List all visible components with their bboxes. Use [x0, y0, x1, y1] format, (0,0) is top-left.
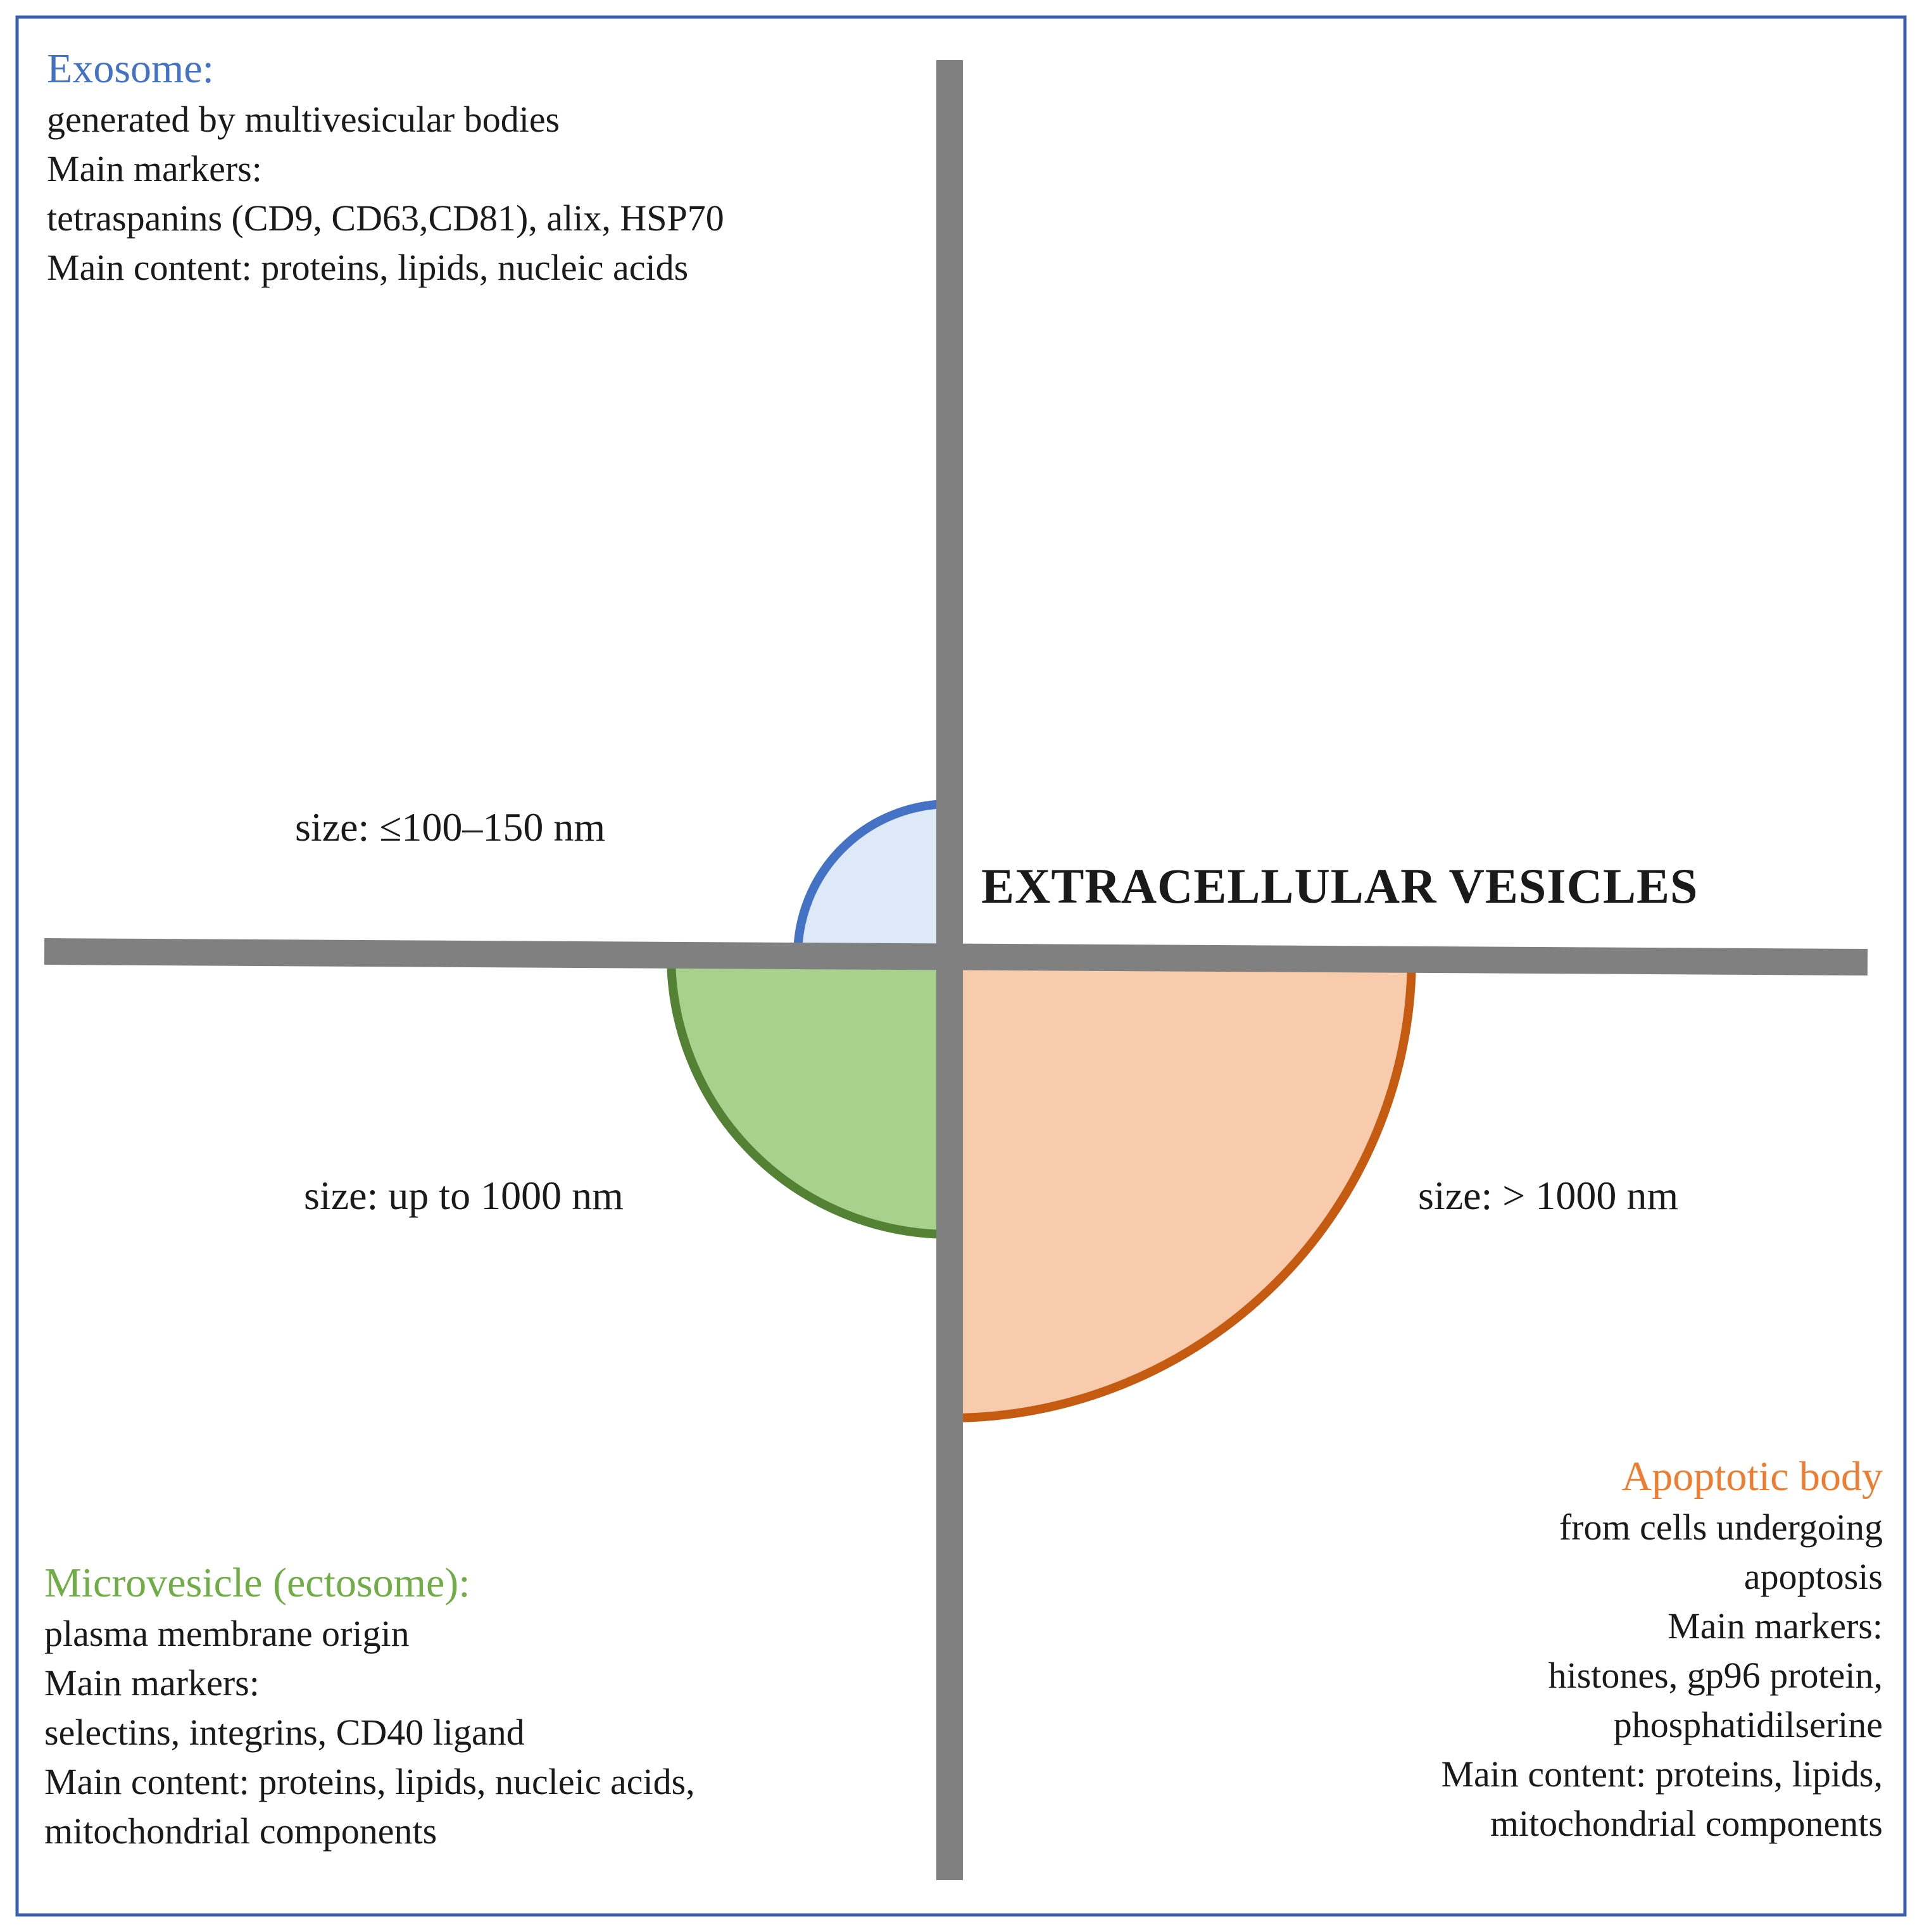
exosome-info: Exosome: generated by multivesicular bod… — [47, 43, 724, 292]
apoptotic-body-line: histones, gp96 protein, — [1548, 1655, 1883, 1696]
microvesicle-line: Main markers: — [44, 1662, 260, 1703]
exosome-line: Main content: proteins, lipids, nucleic … — [47, 247, 689, 288]
apoptotic-body-line: Main markers: — [1668, 1605, 1883, 1647]
microvesicle-name: Microvesicle (ectosome): — [44, 1560, 470, 1606]
apoptotic-body-name: Apoptotic body — [1621, 1453, 1883, 1500]
diagram-title: EXTRACELLULAR VESICLES — [981, 858, 1699, 913]
exosome-line: Main markers: — [47, 148, 262, 189]
microvesicle-line: Main content: proteins, lipids, nucleic … — [44, 1761, 695, 1802]
microvesicle-size-label: size: up to 1000 nm — [304, 1173, 624, 1218]
apoptotic-body-info: Apoptotic body from cells undergoing apo… — [1441, 1451, 1883, 1848]
apoptotic-body-size-label: size: > 1000 nm — [1418, 1173, 1679, 1218]
apoptotic-body-line: phosphatidilserine — [1613, 1704, 1883, 1745]
apoptotic-body-line: apoptosis — [1743, 1556, 1883, 1597]
apoptotic-body-line: from cells undergoing — [1559, 1507, 1883, 1548]
microvesicle-line: plasma membrane origin — [44, 1613, 410, 1654]
apoptotic-body-shape — [945, 951, 1417, 1423]
microvesicle-shape — [666, 951, 954, 1239]
exosome-line: generated by multivesicular bodies — [47, 99, 560, 140]
exosome-name: Exosome: — [47, 46, 214, 92]
apoptotic-body-line: Main content: proteins, lipids, — [1441, 1753, 1883, 1795]
microvesicle-line: selectins, integrins, CD40 ligand — [44, 1712, 525, 1753]
frame-border — [15, 15, 1907, 1917]
exosome-size-label: size: ≤100–150 nm — [295, 805, 606, 850]
exosome-shape — [793, 799, 954, 960]
apoptotic-body-line: mitochondrial components — [1490, 1803, 1883, 1844]
exosome-line: tetraspanins (CD9, CD63,CD81), alix, HSP… — [47, 198, 724, 239]
microvesicle-info: Microvesicle (ectosome): plasma membrane… — [44, 1557, 695, 1856]
microvesicle-line: mitochondrial components — [44, 1810, 437, 1852]
